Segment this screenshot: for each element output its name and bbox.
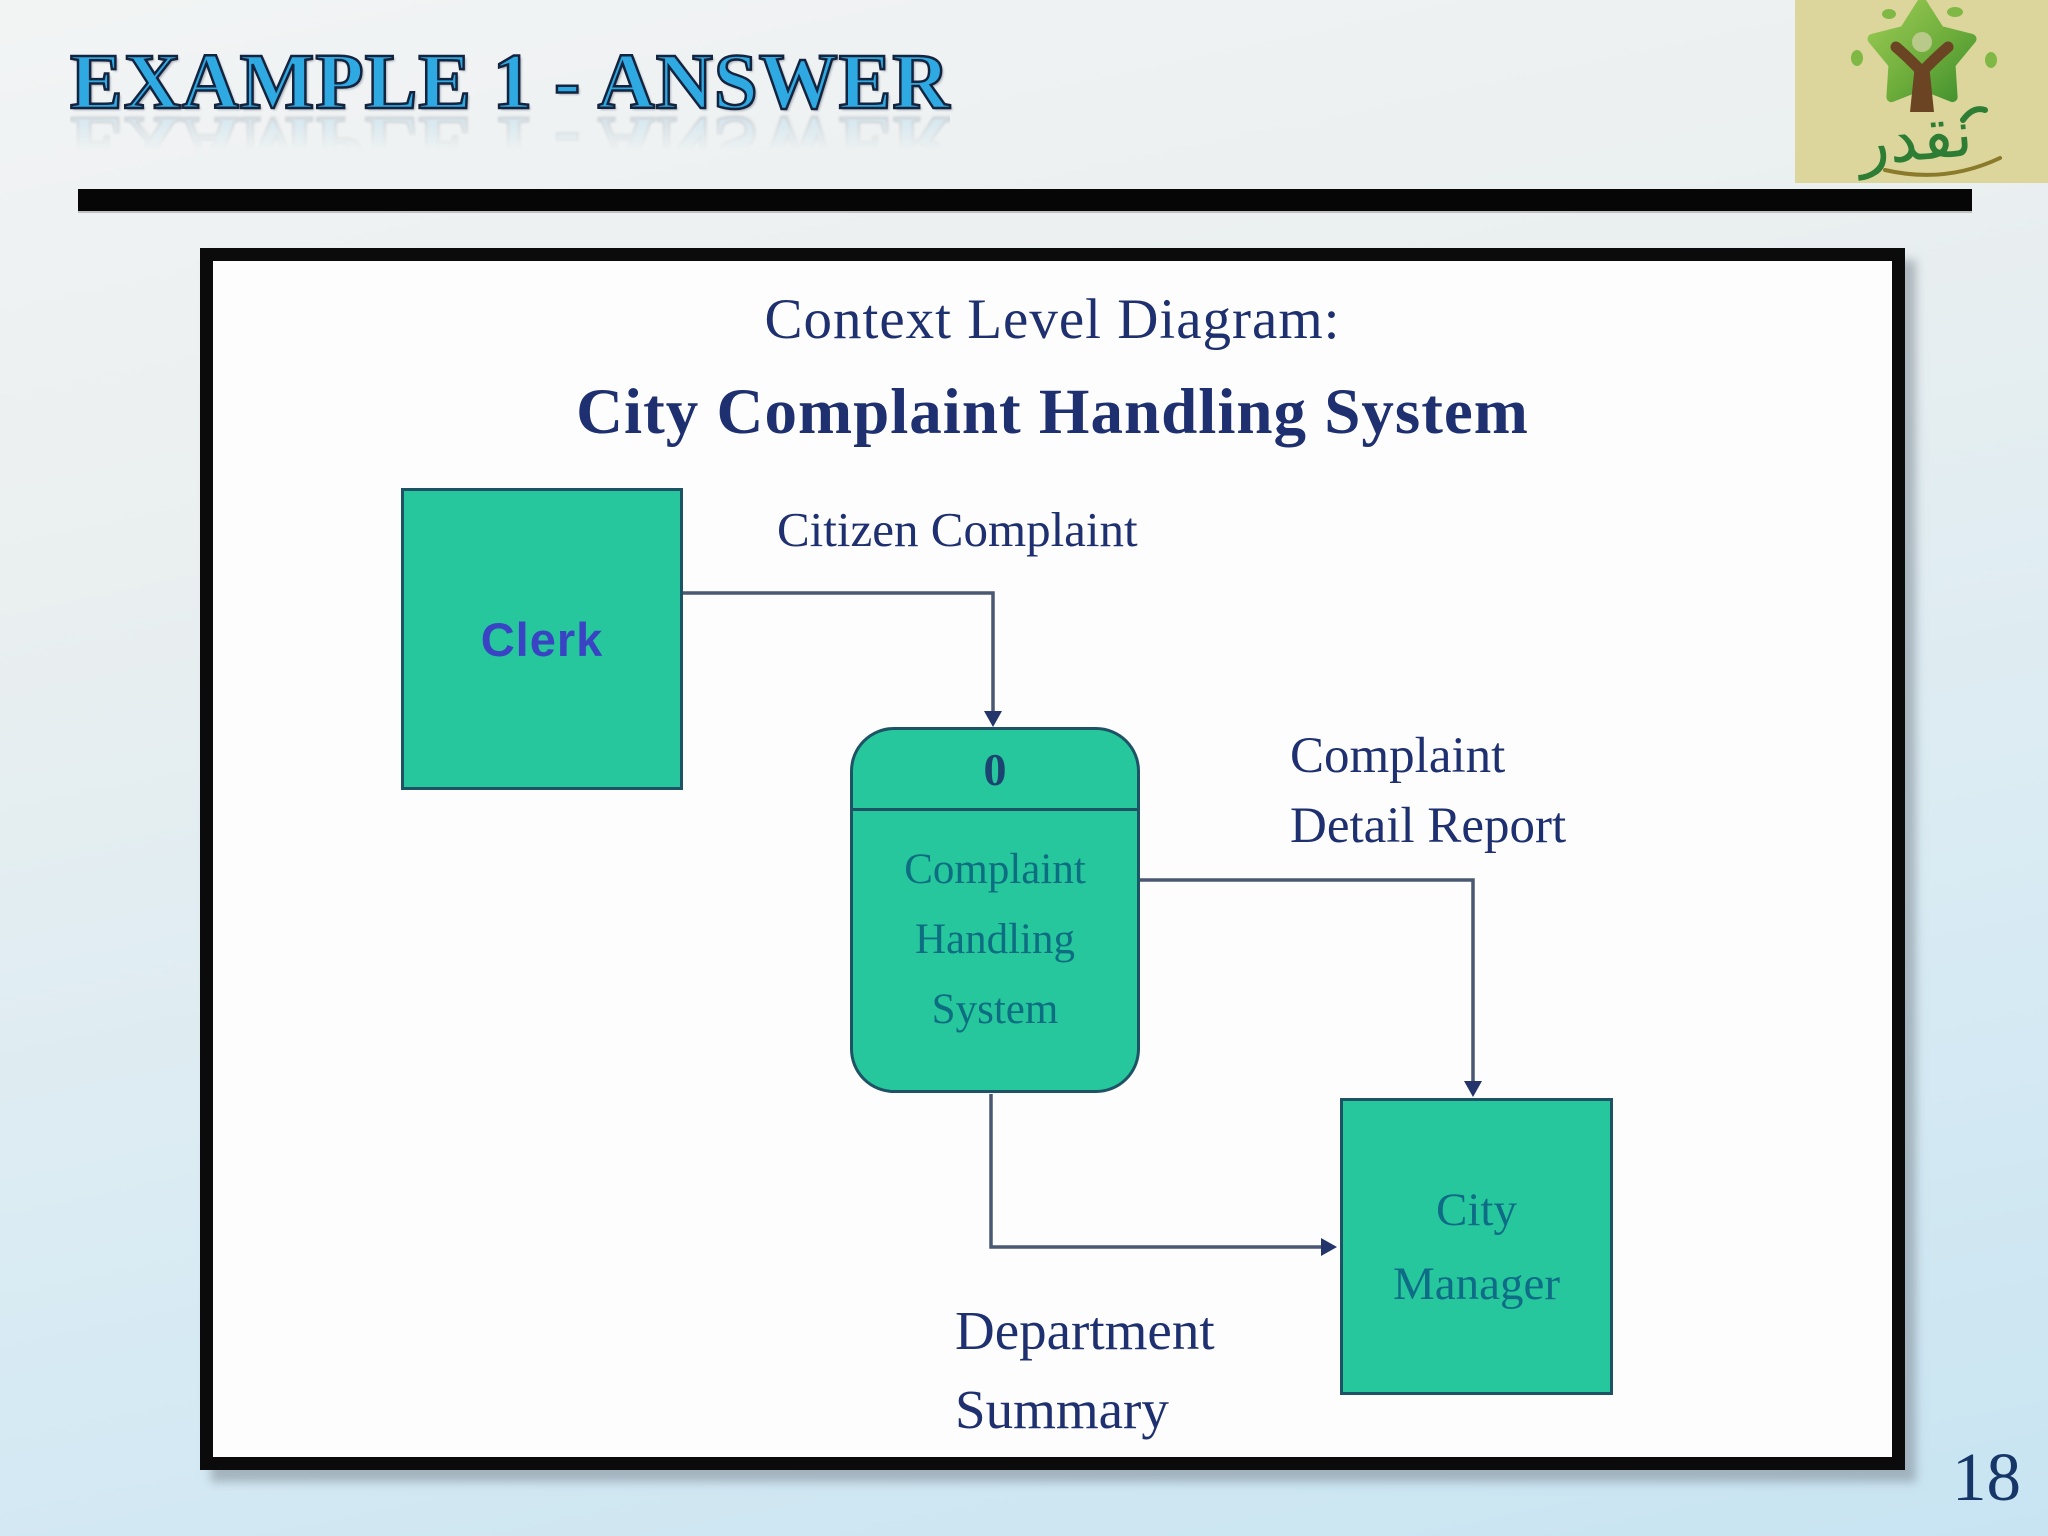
leaf-dot-icon	[1851, 50, 1863, 66]
label-citizen-complaint: Citizen Complaint	[777, 502, 1138, 557]
clerk-label: Clerk	[480, 612, 604, 666]
diagram-heading-line1: Context Level Diagram:	[764, 288, 1341, 351]
process-name: Complaint Handling System	[853, 811, 1137, 1045]
flow-citizen-complaint-line	[683, 591, 1002, 727]
entity-city-manager: City Manager	[1340, 1098, 1613, 1395]
leaf-dot-icon	[1882, 9, 1896, 19]
label-department-summary: Department Summary	[955, 1291, 1215, 1449]
flow-complaint-detail-report-line	[1140, 878, 1482, 1097]
flow-department-summary-line	[989, 1094, 1337, 1256]
page-number: 18	[1952, 1439, 2021, 1515]
city-manager-line: City	[1436, 1183, 1517, 1236]
flow-lines	[683, 591, 1482, 1256]
person-head-icon	[1912, 32, 1932, 52]
tree-trunk-icon	[1910, 64, 1934, 112]
process-name-line: System	[931, 986, 1059, 1033]
leaf-dot-icon	[1947, 7, 1963, 17]
slide-title-block: EXAMPLE 1 - ANSWER EXAMPLE 1 - ANSWER	[69, 36, 952, 190]
process-number: 0	[853, 730, 1137, 811]
diagram-heading-line2: City Complaint Handling System	[576, 376, 1529, 448]
slide-title: EXAMPLE 1 - ANSWER	[69, 38, 951, 128]
label-complaint-detail-report: Complaint Detail Report	[1290, 721, 1566, 861]
logo-arabic-text: نقدر	[1852, 97, 1976, 181]
slide-title-reflection: EXAMPLE 1 - ANSWER	[69, 99, 952, 189]
diagram-frame: Context Level Diagram: City Complaint Ha…	[200, 248, 1905, 1470]
city-manager-label: City Manager	[1393, 1173, 1560, 1321]
calligraphy-mark-icon	[1960, 106, 1988, 123]
nuqaddir-logo: نقدر	[1795, 0, 2048, 183]
label-dept-line: Department	[955, 1300, 1215, 1361]
process-name-line: Complaint	[904, 846, 1086, 893]
process-complaint-handling-system: 0 Complaint Handling System	[850, 727, 1140, 1093]
process-name-line: Handling	[914, 916, 1076, 963]
label-cdr-line: Complaint	[1290, 728, 1506, 784]
entity-clerk: Clerk	[401, 488, 683, 790]
label-dept-line: Summary	[955, 1379, 1169, 1440]
calligraphy-underline-icon	[1883, 156, 2002, 177]
label-cdr-line: Detail Report	[1290, 798, 1567, 854]
city-manager-line: Manager	[1392, 1257, 1561, 1310]
leaf-dot-icon	[1985, 52, 1997, 68]
title-divider-bar	[78, 189, 1972, 213]
